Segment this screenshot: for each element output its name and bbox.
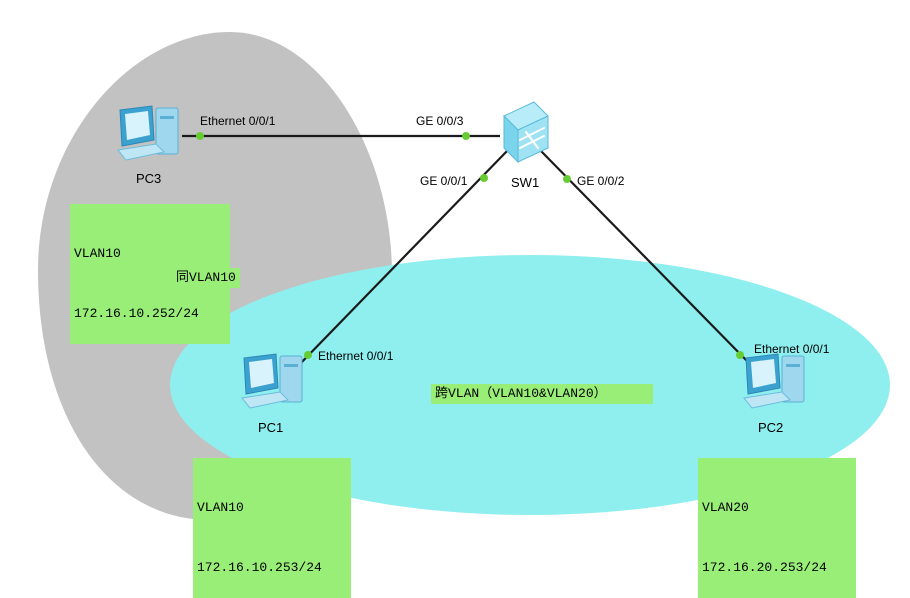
pc1-vlan: VLAN10 bbox=[197, 500, 244, 515]
port-label-sw1-ge3: GE 0/0/3 bbox=[416, 114, 464, 128]
port-dots bbox=[196, 132, 744, 359]
pc1-vlan-note: VLAN10 172.16.10.253/24 bbox=[193, 458, 351, 598]
pc-icon bbox=[241, 353, 303, 409]
port-label-sw1-ge2: GE 0/0/2 bbox=[577, 174, 625, 188]
pc2-ip: 172.16.20.253/24 bbox=[702, 560, 827, 575]
pc1-label: PC1 bbox=[258, 420, 284, 435]
port-dot-pc3-eth bbox=[196, 132, 204, 140]
port-dot-pc2-eth bbox=[736, 351, 744, 359]
port-dot-pc1-eth bbox=[304, 351, 312, 359]
pc3-vlan: VLAN10 bbox=[74, 246, 121, 261]
pc1-ip: 172.16.10.253/24 bbox=[197, 560, 322, 575]
port-dot-sw1-ge2 bbox=[563, 175, 571, 183]
pc3-device[interactable] bbox=[116, 104, 186, 169]
pc1-device[interactable] bbox=[240, 352, 310, 417]
links bbox=[182, 134, 749, 367]
sw1-label: SW1 bbox=[511, 175, 540, 190]
port-label-sw1-ge1: GE 0/0/1 bbox=[420, 174, 468, 188]
pc2-vlan-note: VLAN20 172.16.20.253/24 bbox=[698, 458, 856, 598]
pc2-device[interactable] bbox=[742, 352, 812, 417]
port-label-pc1-eth: Ethernet 0/0/1 bbox=[318, 349, 394, 363]
link-sw1-pc1[interactable] bbox=[297, 149, 509, 367]
port-label-pc3-eth: Ethernet 0/0/1 bbox=[200, 114, 276, 128]
link-sw1-pc2[interactable] bbox=[539, 149, 749, 363]
port-dot-sw1-ge1 bbox=[480, 174, 488, 182]
pc3-ip: 172.16.10.252/24 bbox=[74, 306, 199, 321]
switch-icon[interactable] bbox=[503, 101, 549, 164]
same-vlan-label: 同VLAN10 bbox=[172, 268, 240, 288]
pc3-label: PC3 bbox=[136, 171, 162, 186]
cross-vlan-label: 跨VLAN（VLAN10&VLAN20） bbox=[431, 384, 653, 404]
port-label-pc2-eth: Ethernet 0/0/1 bbox=[754, 342, 830, 356]
pc2-label: PC2 bbox=[758, 420, 784, 435]
port-dot-sw1-ge3 bbox=[462, 132, 470, 140]
pc-icon bbox=[743, 353, 805, 409]
pc2-vlan: VLAN20 bbox=[702, 500, 749, 515]
pc-icon bbox=[117, 105, 179, 161]
